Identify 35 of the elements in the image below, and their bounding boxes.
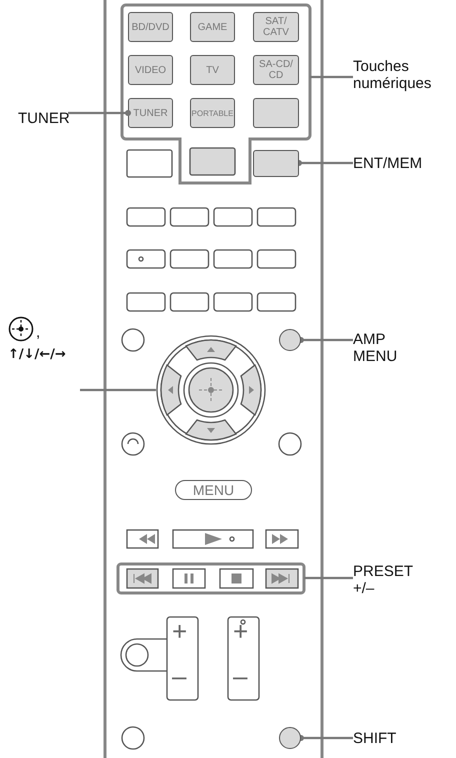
input-button: SA-CD/ CD (253, 55, 299, 85)
menu-button: MENU (175, 480, 252, 500)
leader-line (296, 160, 353, 166)
round-button (279, 727, 301, 749)
leader-line (80, 388, 156, 392)
plus-sign: + (233, 618, 248, 644)
preset-buttons-group (118, 564, 304, 593)
input-button: SAT/ CATV (253, 12, 299, 42)
callout-text: TUNER (18, 110, 70, 127)
leader-line (298, 735, 353, 741)
callout-text: SHIFT (353, 730, 396, 747)
input-button: VIDEO (128, 55, 173, 85)
enter-button (253, 150, 299, 177)
input-button: TV (190, 55, 235, 85)
input-button: GAME (190, 12, 235, 42)
leader-line (304, 576, 353, 580)
comma-text: , (36, 324, 40, 341)
numeric-keys-group (122, 5, 310, 187)
direction-pad (156, 335, 266, 445)
blank-button (253, 98, 299, 128)
input-button: BD/DVD (128, 12, 173, 42)
leader-line (310, 76, 353, 78)
leader-line (68, 110, 131, 116)
arrow-keys-text: ↑/↓/←/→ (8, 346, 66, 363)
callout-text: PRESET +/– (353, 563, 413, 597)
input-button: PORTABLE (190, 98, 235, 128)
callout-text: AMP MENU (353, 331, 398, 365)
round-button (279, 329, 301, 351)
minus-sign: – (172, 663, 186, 689)
callout-text: ENT/MEM (353, 155, 422, 172)
minus-sign: – (233, 663, 248, 689)
leader-line (298, 337, 353, 343)
plus-sign: + (172, 618, 188, 644)
callout-text: Touches numériques (353, 58, 432, 92)
input-button: TUNER (128, 98, 173, 128)
